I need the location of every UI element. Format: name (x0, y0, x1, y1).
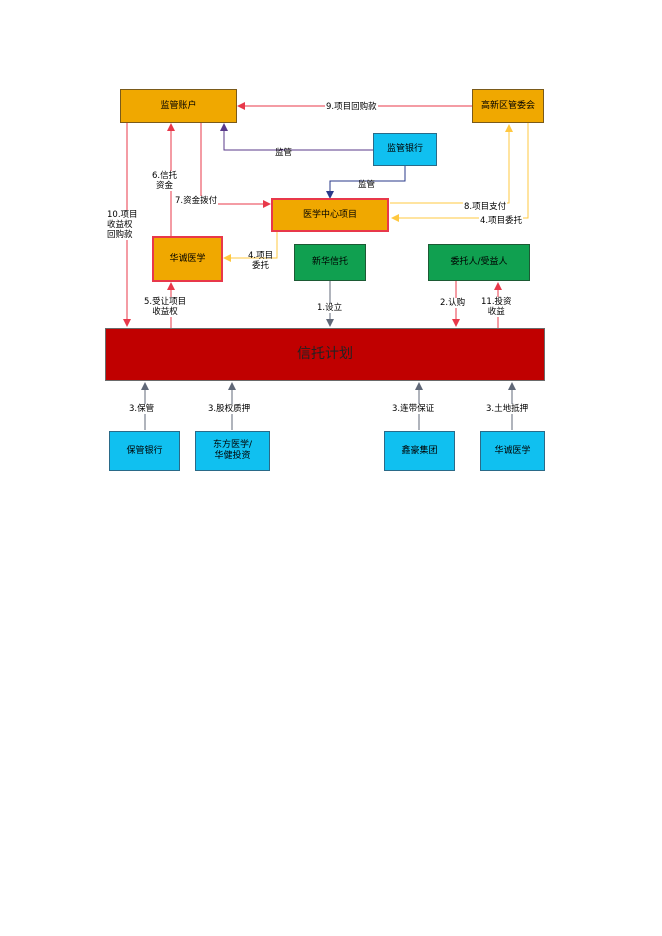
node-principal-beneficiary-label: 委托人/受益人 (450, 257, 508, 267)
edge-10-label-line1: 10.项目 (107, 210, 138, 220)
edge-4-left-label: 4.项目 委托 (248, 251, 273, 271)
node-principal-beneficiary: 委托人/受益人 (428, 244, 530, 281)
edge-6-label-line2: 资金 (156, 181, 174, 191)
edge-4-left-label-line1: 4.项目 (248, 251, 274, 261)
node-huacheng-medical-left-label: 华诚医学 (169, 253, 206, 264)
node-custody-bank-label: 保管银行 (126, 445, 163, 456)
node-xinhua-trust: 新华信托 (294, 244, 366, 281)
edge-6-label-line1: 6.信托 (152, 171, 178, 181)
node-supervise-account-label: 监管账户 (160, 100, 197, 111)
node-supervise-bank-label: 监管银行 (386, 144, 423, 154)
edge-4-right-label: 4.项目委托 (479, 216, 524, 226)
edge-10-label: 10.项目 收益权 回购款 (107, 210, 138, 240)
node-custody-bank: 保管银行 (109, 431, 180, 471)
edge-11-label-line1: 11.投资 (481, 297, 512, 307)
edge-supervise-project-label: 监管 (358, 180, 376, 190)
edge-10-label-line3: 回购款 (107, 230, 133, 240)
edge-3-guarantee-label: 3.连带保证 (391, 404, 436, 414)
node-management-committee-label: 高新区管委会 (480, 100, 535, 111)
node-management-committee: 高新区管委会 (472, 89, 544, 123)
node-huacheng-medical-right: 华诚医学 (480, 431, 545, 471)
node-dongfang-huajian: 东方医学/ 华健投资 (195, 431, 270, 471)
edge-4-left-label-line2: 委托 (252, 261, 270, 271)
node-supervise-bank: 监管银行 (373, 133, 437, 166)
edge-9-label: 9.项目回购款 (325, 102, 378, 112)
node-medical-center: 医学中心项目 (271, 198, 389, 232)
node-huacheng-medical-right-label: 华诚医学 (494, 445, 531, 456)
node-xinhao-group: 鑫豪集团 (384, 431, 455, 471)
node-trust-plan-label: 信托计划 (297, 346, 353, 362)
edge-1-label: 1.设立 (316, 303, 344, 313)
node-dongfang-huajian-label-line1: 东方医学/ (212, 440, 253, 450)
edge-8-line (390, 124, 513, 204)
edge-supervise-account-line (220, 123, 373, 151)
node-xinhua-trust-label: 新华信托 (311, 257, 348, 267)
edge-8-label: 8.项目支付 (463, 202, 508, 212)
edge-3-mortgage-label: 3.土地抵押 (485, 404, 530, 414)
node-xinhao-group-label: 鑫豪集团 (401, 445, 438, 456)
edge-7-label: 7.资金拨付 (174, 196, 219, 206)
edge-11-label: 11.投资 收益 (481, 297, 512, 317)
edge-3-pledge-label: 3.股权质押 (207, 404, 252, 414)
node-dongfang-huajian-label-line2: 华健投资 (214, 451, 251, 461)
edge-5-label: 5.受让项目 收益权 (144, 297, 187, 317)
edge-10-label-line2: 收益权 (107, 220, 133, 230)
edge-5-label-line2: 收益权 (152, 307, 178, 317)
edge-5-label-line1: 5.受让项目 (144, 297, 187, 307)
node-huacheng-medical-left: 华诚医学 (152, 236, 223, 282)
edge-supervise-project-line (326, 166, 406, 199)
edge-supervise-account-label: 监管 (275, 148, 293, 158)
edge-4-left-line (223, 232, 278, 262)
node-trust-plan: 信托计划 (105, 328, 545, 381)
edge-7-line (200, 123, 271, 208)
node-supervise-account: 监管账户 (120, 89, 237, 123)
edge-4-right-line (391, 123, 529, 222)
edge-6-label: 6.信托 资金 (152, 171, 178, 191)
edge-2-label: 2.认购 (439, 298, 467, 308)
edge-3-custody-label: 3.保管 (128, 404, 156, 414)
edge-11-label-line2: 收益 (487, 307, 505, 317)
node-medical-center-label: 医学中心项目 (302, 209, 357, 220)
